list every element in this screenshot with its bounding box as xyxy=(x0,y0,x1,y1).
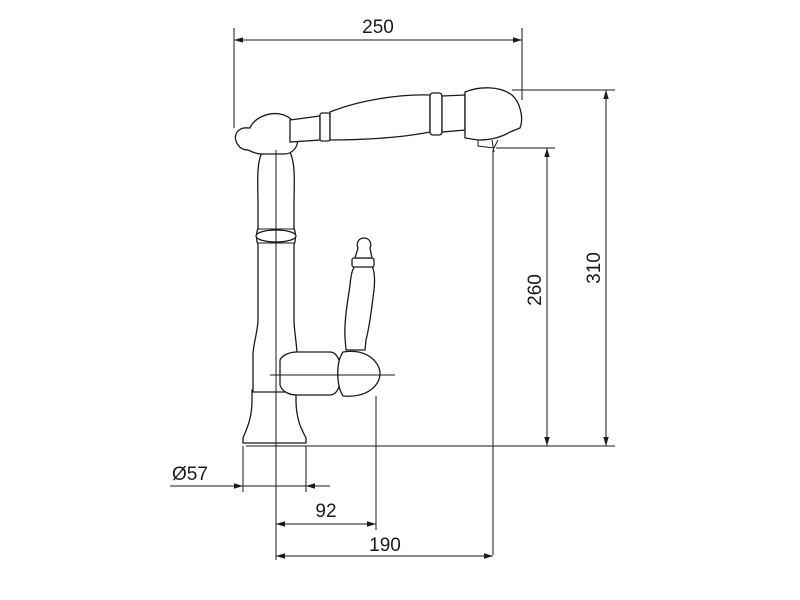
lever-knob xyxy=(354,237,373,259)
valve-housing xyxy=(279,351,342,396)
grip-ring xyxy=(429,92,443,136)
dim-label-base-diameter: Ø57 xyxy=(172,464,208,485)
dim-label-height-spout: 260 xyxy=(525,274,546,306)
grip-neck xyxy=(441,94,466,133)
dim-label-width-total: 250 xyxy=(362,17,394,38)
spout-grip xyxy=(329,94,431,141)
faucet-base xyxy=(242,389,307,444)
valve-cap xyxy=(337,350,381,397)
lever-handle xyxy=(344,265,376,351)
dim-label-height-total: 310 xyxy=(584,252,605,284)
dimension-lines xyxy=(170,37,609,559)
faucet-outline xyxy=(234,87,523,444)
center-lines xyxy=(270,150,494,555)
lever-collar xyxy=(351,257,375,268)
dim-label-spout-reach: 190 xyxy=(369,535,401,556)
spray-head xyxy=(464,87,523,141)
spout-ring xyxy=(319,112,331,142)
dim-label-handle-offset: 92 xyxy=(315,501,336,522)
swivel-head xyxy=(234,112,299,155)
spout-neck xyxy=(289,115,321,143)
